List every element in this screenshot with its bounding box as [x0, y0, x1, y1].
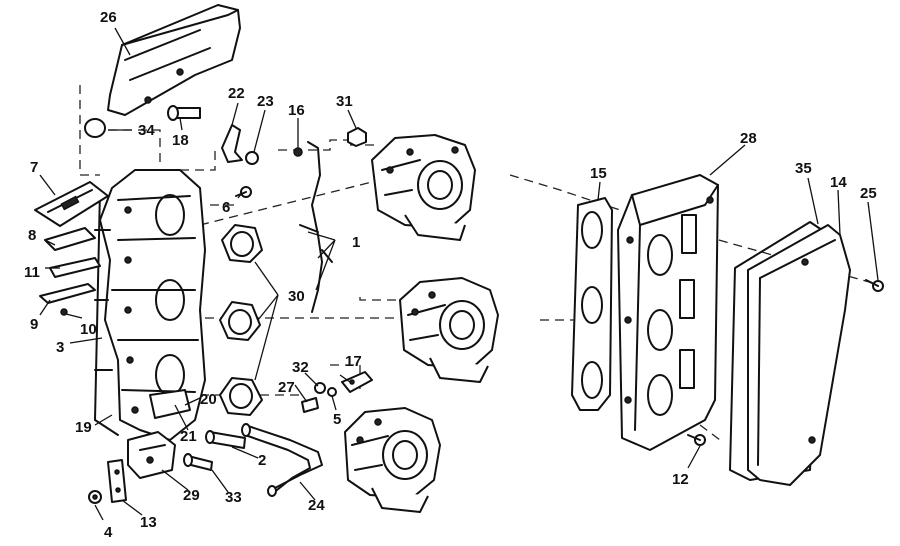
- part-11-reed-stop: [49, 257, 101, 278]
- callout-31: 31: [336, 93, 353, 110]
- callout-leader-lines: [39, 27, 879, 521]
- callout-21: 21: [180, 428, 197, 445]
- callout-35: 35: [795, 160, 812, 177]
- callout-20: 20: [200, 391, 217, 408]
- part-8-reed-petal: [44, 227, 96, 251]
- callout-2: 2: [258, 452, 266, 469]
- part-17-lever: [341, 371, 373, 393]
- callout-26: 26: [100, 9, 117, 26]
- callout-23: 23: [257, 93, 274, 110]
- part-15-gasket: [571, 197, 613, 411]
- callout-14: 14: [830, 174, 847, 191]
- callout-22: 22: [228, 85, 245, 102]
- part-12-screw: [687, 434, 706, 446]
- part-25-screw: [865, 279, 884, 292]
- callout-32: 32: [292, 359, 309, 376]
- carburetor-top: [371, 134, 476, 241]
- part-24-hose: [241, 423, 323, 497]
- part-18-screw: [167, 105, 201, 121]
- callout-16: 16: [288, 102, 305, 119]
- part-29-fuel-pump: [127, 431, 176, 479]
- carburetor-middle: [399, 277, 499, 383]
- callout-19: 19: [75, 419, 92, 436]
- callout-5: 5: [333, 411, 341, 428]
- part-35-gasket: [729, 221, 823, 481]
- callout-11: 11: [24, 264, 40, 281]
- part-30-gasket-top: [221, 224, 263, 263]
- part-26-intake-cover: [107, 4, 241, 116]
- callout-numbers: 26 34 18 22 23 16 31 7 6 8 11 1 30 9 10 …: [24, 9, 877, 541]
- part-2-bolt: [205, 430, 246, 449]
- callout-10: 10: [80, 321, 97, 338]
- part-22-link-lever: [221, 124, 243, 163]
- callout-15: 15: [590, 165, 607, 182]
- part-21-bracket: [149, 389, 191, 419]
- part-28-silencer-base: [617, 174, 719, 451]
- part-9-reed-plate: [39, 283, 96, 304]
- callout-4: 4: [104, 524, 113, 541]
- part-16-clip: [293, 147, 303, 157]
- callout-9: 9: [30, 316, 38, 333]
- part-10-screw: [60, 308, 68, 316]
- part-32-washer: [314, 382, 337, 397]
- part-6-screw: [235, 186, 252, 198]
- callout-30: 30: [288, 288, 305, 305]
- callout-29: 29: [183, 487, 200, 504]
- part-33-screw: [183, 453, 213, 471]
- part-27-screw: [301, 397, 319, 413]
- part-7-reed-block: [34, 181, 109, 227]
- part-23-screw: [245, 151, 259, 165]
- callout-1: 1: [352, 234, 360, 251]
- part-4-screw: [88, 490, 102, 504]
- callout-3: 3: [56, 339, 64, 356]
- callout-12: 12: [672, 471, 689, 488]
- callout-6: 6: [222, 199, 230, 216]
- callout-27: 27: [278, 379, 295, 396]
- part-34-plug: [84, 118, 106, 138]
- callout-25: 25: [860, 185, 877, 202]
- callout-13: 13: [140, 514, 157, 531]
- callout-18: 18: [172, 132, 189, 149]
- part-14-cover: [747, 224, 851, 486]
- part-1-link-rods: [299, 141, 333, 313]
- part-31-nut: [347, 127, 367, 147]
- part-30-gasket-middle: [219, 301, 261, 341]
- carburetor-bottom: [344, 407, 441, 513]
- callout-8: 8: [28, 227, 36, 244]
- part-30-gasket-bottom: [219, 377, 263, 416]
- callout-17: 17: [345, 353, 362, 370]
- callout-24: 24: [308, 497, 325, 514]
- callout-33: 33: [225, 489, 242, 506]
- callout-34: 34: [138, 122, 155, 139]
- callout-7: 7: [30, 159, 38, 176]
- callout-28: 28: [740, 130, 757, 147]
- part-13-plate: [107, 459, 127, 503]
